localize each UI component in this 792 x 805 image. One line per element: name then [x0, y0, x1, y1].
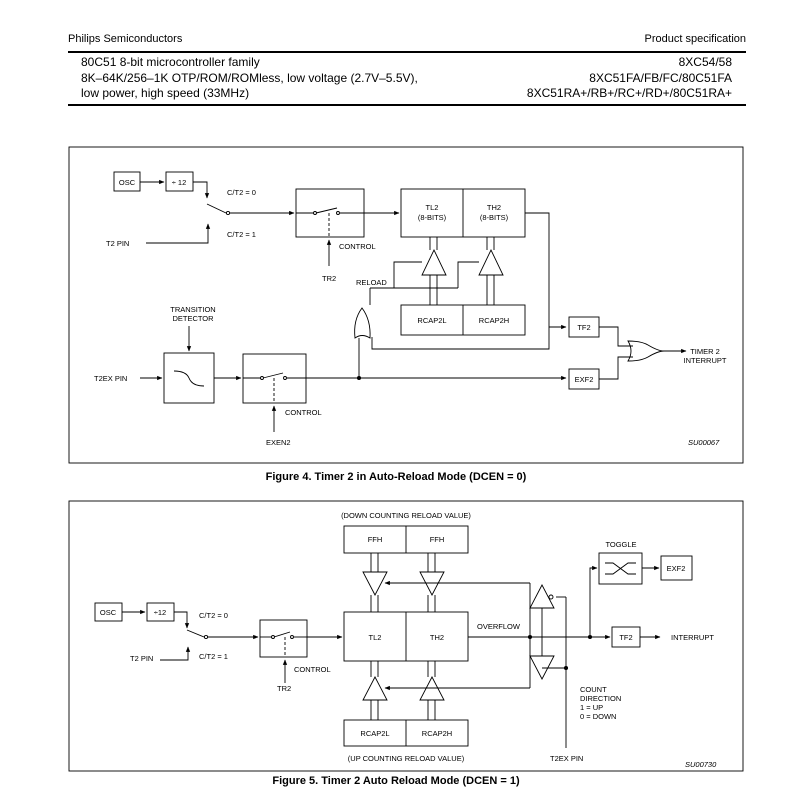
- header-rule-bottom: [68, 104, 746, 106]
- f4-t2expin-label: T2EX PIN: [94, 374, 127, 383]
- f4-rcap2h-label: RCAP2H: [479, 316, 509, 325]
- f5-ffh-label-2: FFH: [430, 535, 445, 544]
- f5-mode-switch: [186, 629, 205, 638]
- f4-tf2-label: TF2: [577, 323, 590, 332]
- f4-exf2-label: EXF2: [575, 375, 594, 384]
- direction-buffer-down: [529, 655, 555, 680]
- f4-detector-label: DETECTOR: [172, 314, 214, 323]
- f4-timer2-label: TIMER 2: [690, 347, 720, 356]
- f5-up-reload-label: (UP COUNTING RELOAD VALUE): [348, 754, 465, 763]
- figure-4-labels: OSC ÷ 12 C/T2 = 0 C/T2 = 1 T2 PIN CONTRO…: [94, 178, 727, 447]
- divider-box: [165, 171, 194, 192]
- f4-control-label-1: CONTROL: [339, 242, 376, 251]
- f5-th2-label: TH2: [430, 633, 444, 642]
- f5-rcap2l-label: RCAP2L: [360, 729, 389, 738]
- f4-tl2-bits-label: (8-BITS): [418, 213, 447, 222]
- f5-div12-label: ÷12: [154, 608, 166, 617]
- f5-exf2-label: EXF2: [667, 564, 686, 573]
- figure-5-labels: (DOWN COUNTING RELOAD VALUE) FFH FFH TOG…: [100, 511, 717, 769]
- f5-overflow-label: OVERFLOW: [477, 622, 521, 631]
- f4-th2-bits-label: (8-BITS): [480, 213, 509, 222]
- f5-t2expin-label: T2EX PIN: [550, 754, 583, 763]
- f5-ct2-1-label: C/T2 = 1: [199, 652, 228, 661]
- f4-rcap2l-label: RCAP2L: [417, 316, 446, 325]
- f4-div12-label: ÷ 12: [172, 178, 187, 187]
- title-left-line-2: 8K–64K/256–1K OTP/ROM/ROMless, low volta…: [81, 70, 418, 85]
- f4-reload-label: RELOAD: [356, 278, 387, 287]
- f5-ffh-label-1: FFH: [368, 535, 383, 544]
- reload-buffer-high: [478, 248, 504, 276]
- f5-ct2-0-label: C/T2 = 0: [199, 611, 228, 620]
- f5-count-label: COUNT: [580, 685, 607, 694]
- f4-interrupt-label: INTERRUPT: [684, 356, 727, 365]
- title-left-line-3: low power, high speed (33MHz): [81, 86, 250, 100]
- f4-tr2-label: TR2: [322, 274, 336, 283]
- f5-control-box: [259, 619, 308, 658]
- f5-interrupt-label: INTERRUPT: [671, 633, 714, 642]
- f5-osc-label: OSC: [100, 608, 117, 617]
- f5-down-reload-label: (DOWN COUNTING RELOAD VALUE): [341, 511, 471, 520]
- figure-5-caption: Figure 5. Timer 2 Auto Reload Mode (DCEN…: [272, 775, 520, 787]
- figure-5-frame: [68, 500, 744, 772]
- f5-toggle-label: TOGGLE: [605, 540, 636, 549]
- document-type: Product specification: [644, 33, 747, 45]
- reload-buffer-low: [421, 248, 447, 276]
- f4-tl2-label: TL2: [426, 203, 439, 212]
- down-buffer-high: [419, 571, 445, 596]
- figure-5-diagram: [68, 500, 744, 772]
- up-buffer-low: [362, 676, 388, 701]
- f5-control-label: CONTROL: [294, 665, 331, 674]
- direction-buffer-up: [529, 584, 555, 609]
- title-right-line-1: 8XC54/58: [678, 55, 732, 69]
- f5-down-label: 0 = DOWN: [580, 712, 616, 721]
- title-right-line-3: 8XC51RA+/RB+/RC+/RD+/80C51RA+: [526, 86, 732, 100]
- f4-code-label: SU00067: [688, 438, 720, 447]
- figure-4-diagram: [68, 146, 744, 464]
- f5-exf2-box: [660, 555, 693, 581]
- f5-tl2-label: TL2: [369, 633, 382, 642]
- f4-exen2-label: EXEN2: [266, 438, 291, 447]
- figure-4-caption: Figure 4. Timer 2 in Auto-Reload Mode (D…: [265, 471, 527, 483]
- f4-osc-label: OSC: [119, 178, 136, 187]
- f5-t2pin-label: T2 PIN: [130, 654, 153, 663]
- title-left-line-1: 80C51 8-bit microcontroller family: [81, 55, 260, 69]
- title-right-line-2: 8XC51FA/FB/FC/80C51FA: [589, 70, 732, 85]
- f4-t2pin-label: T2 PIN: [106, 239, 129, 248]
- down-buffer-low: [362, 571, 388, 596]
- toggle-box: [598, 552, 643, 585]
- f5-rcap2h-label: RCAP2H: [422, 729, 452, 738]
- f4-ct2-1-label: C/T2 = 1: [227, 230, 256, 239]
- figure-4-frame: [68, 146, 744, 464]
- header-rule-top: [68, 51, 746, 53]
- title-left: 80C51 8-bit microcontroller family 8K–64…: [81, 55, 418, 102]
- control-box-2: [242, 353, 307, 404]
- f5-tf2-label: TF2: [619, 633, 632, 642]
- f5-direction-label: DIRECTION: [580, 694, 621, 703]
- f5-code-label: SU00730: [685, 760, 717, 769]
- reload-or-gate: [354, 307, 371, 339]
- title-right: 8XC54/58 8XC51FA/FB/FC/80C51FA 8XC51RA+/…: [527, 55, 732, 102]
- f4-transition-label: TRANSITION: [170, 305, 215, 314]
- mode-switch: [206, 203, 227, 214]
- f4-control-label-2: CONTROL: [285, 408, 322, 417]
- f5-tr2-label: TR2: [277, 684, 291, 693]
- osc-box: [113, 171, 141, 192]
- f4-th2-label: TH2: [487, 203, 501, 212]
- interrupt-or-gate: [627, 340, 665, 362]
- f4-ct2-0-label: C/T2 = 0: [227, 188, 256, 197]
- company-name: Philips Semiconductors: [68, 33, 183, 45]
- up-buffer-high: [419, 676, 445, 701]
- f5-up-label: 1 = UP: [580, 703, 603, 712]
